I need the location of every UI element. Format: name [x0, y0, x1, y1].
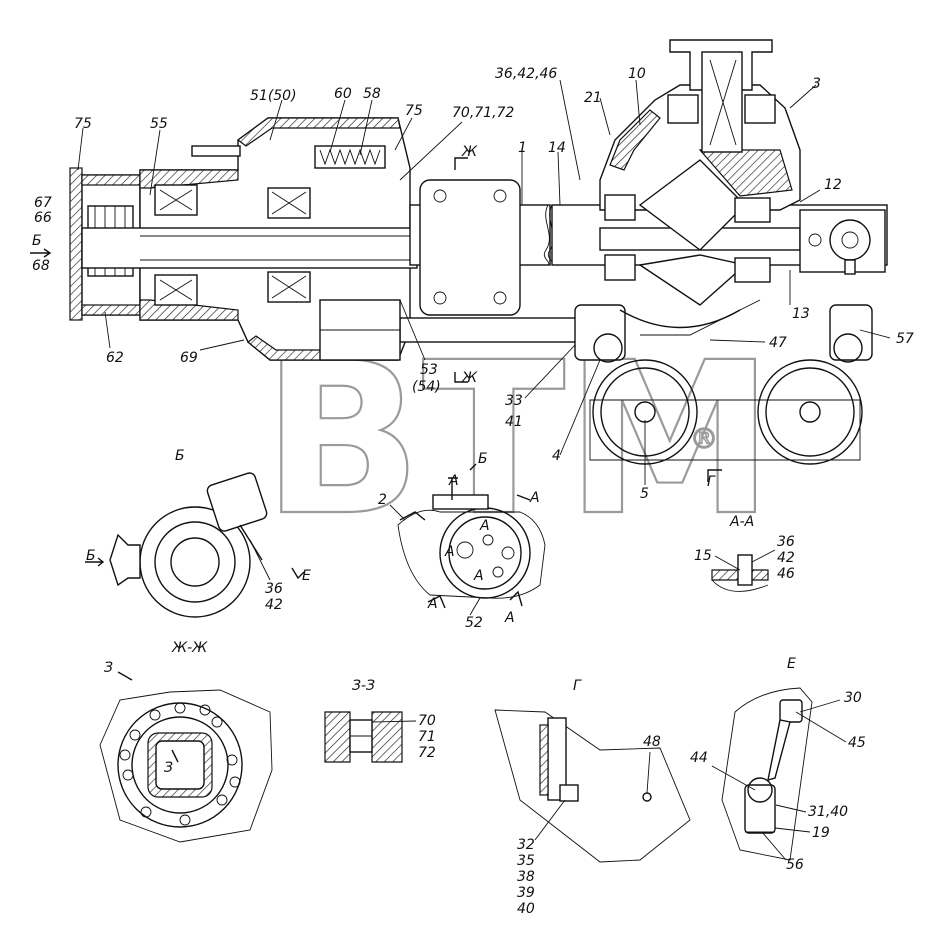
callout-31-40: 31,40: [808, 804, 848, 820]
callout-2: 2: [378, 492, 387, 508]
flange-a-mark-1: А: [448, 473, 459, 489]
section-zh-zh: [99, 671, 273, 843]
callout-36-b: 36: [265, 581, 283, 597]
callout-46-c: 46: [777, 566, 795, 582]
bearing-right-top: [267, 187, 311, 219]
callout-54: (54): [412, 379, 441, 395]
view-mark-b: Б: [32, 233, 42, 249]
callout-56: 56: [786, 857, 804, 873]
flange-a-inner-2: А: [444, 544, 455, 560]
section-a-a: [711, 554, 769, 592]
callout-5: 5: [640, 486, 649, 502]
view-mark-g: Г: [707, 474, 716, 490]
callout-1: 1: [518, 140, 527, 156]
callout-66: 66: [34, 210, 52, 226]
callout-71: 71: [418, 729, 436, 745]
callout-47: 47: [769, 335, 787, 351]
callout-51: 51(50): [250, 88, 297, 104]
callout-42-b: 42: [265, 597, 283, 613]
callout-58: 58: [363, 86, 381, 102]
view-e: [721, 687, 813, 861]
rod-end-bracket: [574, 304, 626, 361]
view-g: [494, 709, 691, 863]
callout-4: 4: [552, 448, 561, 464]
section-title-z-z: З-З: [352, 678, 375, 694]
callout-21: 21: [584, 90, 602, 106]
section-title-b: Б: [175, 448, 185, 464]
callout-75b: 75: [405, 103, 423, 119]
callout-72: 72: [418, 745, 436, 761]
section-mark-zh-bottom: Ж: [461, 370, 478, 386]
callout-42-c: 42: [777, 550, 795, 566]
flange-b-mark: Б: [478, 451, 488, 467]
callout-3: 3: [812, 76, 821, 92]
callout-52: 52: [465, 615, 483, 631]
section-title-g: Г: [573, 678, 582, 694]
callout-69: 69: [180, 350, 198, 366]
callout-33: 33: [505, 393, 523, 409]
callout-53: 53: [420, 362, 438, 378]
callout-70-71-72: 70,71,72: [452, 105, 514, 121]
view-b: [85, 472, 305, 618]
frame-bracket: [419, 179, 521, 316]
callout-32: 32: [517, 837, 535, 853]
zz-mark-2: З: [164, 760, 173, 776]
callout-40: 40: [517, 901, 535, 917]
torque-rod: [399, 317, 581, 343]
wheel-right: [757, 359, 863, 465]
section-z-z: [324, 711, 403, 763]
callout-12: 12: [824, 177, 842, 193]
callout-14: 14: [548, 140, 566, 156]
callout-60: 60: [334, 86, 352, 102]
callout-39: 39: [517, 885, 535, 901]
section-mark-zh-top: Ж: [461, 144, 478, 160]
section-title-a-a: А-А: [729, 514, 754, 530]
flange-a-inner-1: А: [479, 518, 490, 534]
callout-44: 44: [690, 750, 708, 766]
callout-10: 10: [628, 66, 646, 82]
callout-35: 35: [517, 853, 535, 869]
flange-a-mark-4: А: [504, 610, 515, 626]
callout-75: 75: [74, 116, 92, 132]
bracket-57: [829, 304, 873, 361]
callout-13: 13: [792, 306, 810, 322]
callout-36-42-46: 36,42,46: [495, 66, 557, 82]
flange-a-mark-2: А: [529, 490, 540, 506]
callout-36-c: 36: [777, 534, 795, 550]
flange-a-inner-3: А: [473, 568, 484, 584]
callout-68: 68: [32, 258, 50, 274]
callout-19: 19: [812, 825, 830, 841]
callout-70: 70: [418, 713, 436, 729]
callout-57: 57: [896, 331, 914, 347]
callout-62: 62: [106, 350, 124, 366]
section-title-zh-zh: Ж-Ж: [171, 640, 208, 656]
flange-a-mark-3: А: [427, 596, 438, 612]
view-b-e-mark: Е: [302, 568, 311, 584]
section-title-e: Е: [787, 656, 796, 672]
callout-30: 30: [844, 690, 862, 706]
spring-element: [314, 145, 386, 169]
leader-lines: [77, 79, 891, 485]
axle-assembly-section: [30, 39, 891, 485]
callout-38: 38: [517, 869, 535, 885]
callouts: 75 55 51(50) 60 58 75 70,71,72 36,42,46 …: [32, 66, 914, 917]
half-shaft: [81, 227, 418, 269]
callout-45: 45: [848, 735, 866, 751]
pinion-shaft: [701, 51, 743, 153]
flange-view: [397, 463, 546, 609]
view-b-arrow: Б: [86, 548, 96, 564]
zz-mark-1: З: [104, 660, 113, 676]
bearing-right-bottom: [267, 271, 311, 303]
callout-15: 15: [694, 548, 712, 564]
callout-48: 48: [643, 734, 661, 750]
detail-leaders: [371, 504, 847, 861]
end-flange: [69, 167, 83, 321]
callout-55: 55: [150, 116, 168, 132]
callout-41: 41: [505, 414, 523, 430]
callout-67: 67: [34, 195, 52, 211]
